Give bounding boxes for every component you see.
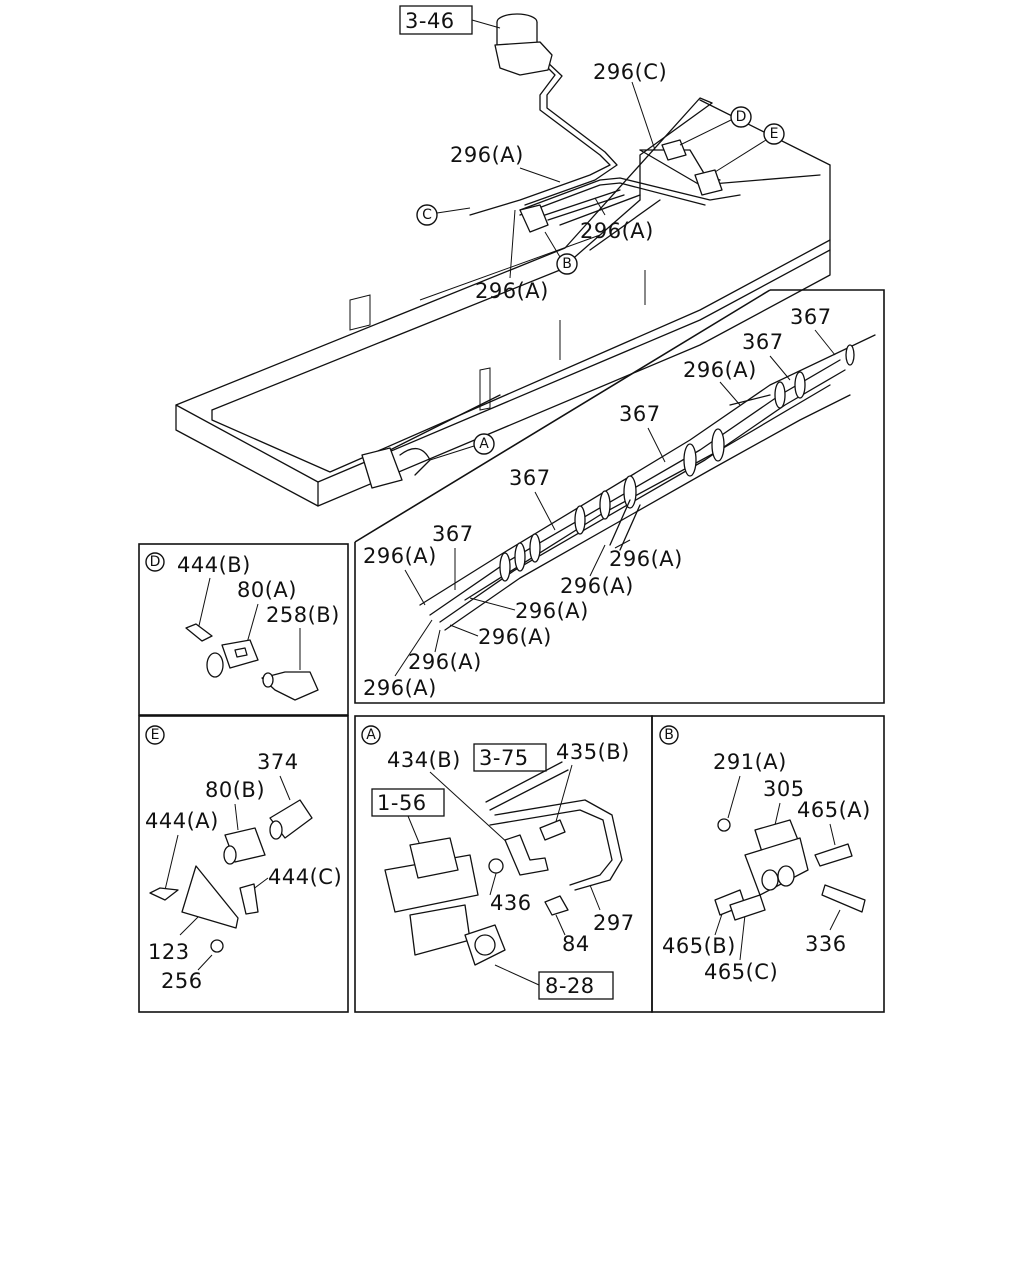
- svg-text:C: C: [422, 207, 432, 223]
- label-444c: 444(C): [268, 865, 342, 889]
- svg-text:D: D: [736, 109, 747, 125]
- label-436: 436: [490, 891, 532, 915]
- label-123: 123: [148, 940, 190, 964]
- label-297: 297: [593, 911, 635, 935]
- ref-box-8-28: [538, 971, 614, 1000]
- label-374: 374: [257, 750, 299, 774]
- label-367-1: 367: [790, 305, 832, 329]
- label-258b: 258(B): [266, 603, 340, 627]
- label-84: 84: [562, 932, 590, 956]
- detail-b-tag: B: [659, 725, 679, 745]
- svg-text:E: E: [770, 126, 779, 142]
- label-465a: 465(A): [797, 798, 871, 822]
- label-296a-b8: 296(A): [363, 676, 437, 700]
- ref-1-56-label: 1-56: [377, 791, 427, 815]
- harness-bundle-drawing: [419, 334, 876, 631]
- ref-box-3-75: [473, 743, 547, 772]
- label-296a-b2: 296(A): [363, 544, 437, 568]
- svg-text:D: D: [150, 554, 161, 570]
- ref-3-75-label: 3-75: [479, 746, 529, 770]
- svg-text:B: B: [562, 256, 572, 272]
- label-296a-low: 296(A): [475, 279, 549, 303]
- label-296a-mid: 296(A): [580, 219, 654, 243]
- bubble-b-main: B: [544, 231, 578, 275]
- detail-e-tag: E: [145, 725, 165, 745]
- detail-d-parts: [185, 623, 319, 701]
- label-367-2: 367: [742, 330, 784, 354]
- detail-e-parts: [149, 799, 313, 953]
- bubble-c-main: C: [416, 204, 471, 226]
- label-80a: 80(A): [237, 578, 297, 602]
- label-336: 336: [805, 932, 847, 956]
- label-296c: 296(C): [593, 60, 667, 84]
- ref-3-46-label: 3-46: [405, 9, 455, 33]
- bubble-d-main: D: [679, 106, 752, 146]
- ref-8-28-label: 8-28: [545, 974, 595, 998]
- label-296a-b4: 296(A): [560, 574, 634, 598]
- detail-a-tag: A: [361, 725, 381, 745]
- label-465c: 465(C): [704, 960, 778, 984]
- detail-d-frame: [138, 543, 349, 716]
- label-367-3: 367: [619, 402, 661, 426]
- label-296a-b5: 296(A): [515, 599, 589, 623]
- svg-text:B: B: [664, 727, 674, 743]
- label-296a-b7: 296(A): [408, 650, 482, 674]
- label-465b: 465(B): [662, 934, 736, 958]
- label-435b: 435(B): [556, 740, 630, 764]
- label-296a-b6: 296(A): [478, 625, 552, 649]
- label-296a-top: 296(A): [450, 143, 524, 167]
- label-291a: 291(A): [713, 750, 787, 774]
- svg-text:A: A: [479, 436, 489, 452]
- label-256: 256: [161, 969, 203, 993]
- label-80b: 80(B): [205, 778, 265, 802]
- detail-b-frame: [651, 715, 885, 1013]
- bundle-detail-frame: [354, 289, 885, 704]
- label-444a: 444(A): [145, 809, 219, 833]
- bubble-e-main: E: [714, 123, 785, 173]
- label-296a-b1: 296(A): [683, 358, 757, 382]
- label-305: 305: [763, 777, 805, 801]
- detail-e-frame: [138, 715, 349, 1013]
- label-296a-b3: 296(A): [609, 547, 683, 571]
- air-lines-main: [361, 13, 741, 489]
- label-444b: 444(B): [177, 553, 251, 577]
- detail-b-parts: [714, 818, 866, 921]
- svg-text:E: E: [151, 727, 160, 743]
- label-367-4: 367: [509, 466, 551, 490]
- label-367-5: 367: [432, 522, 474, 546]
- detail-a-parts: [384, 761, 623, 966]
- bubble-a-main: A: [429, 433, 495, 461]
- detail-d-tag: D: [145, 552, 165, 572]
- svg-text:A: A: [366, 727, 376, 743]
- label-434b: 434(B): [387, 748, 461, 772]
